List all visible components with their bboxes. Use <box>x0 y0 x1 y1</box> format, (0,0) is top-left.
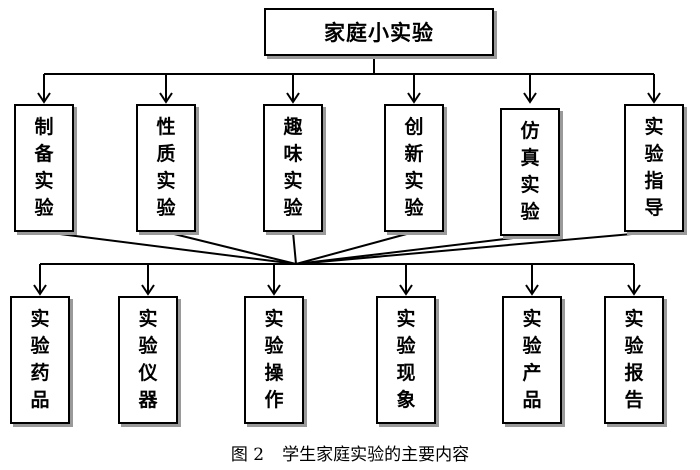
content-box-2: 实验仪器 <box>118 296 178 424</box>
label-char: 实 <box>396 308 416 330</box>
label-char: 制 <box>34 116 54 138</box>
label-char: 器 <box>138 389 158 411</box>
label-char: 验 <box>624 335 644 357</box>
label-char: 验 <box>156 197 176 219</box>
label-char: 验 <box>34 197 54 219</box>
converge-line <box>295 231 655 265</box>
label-char: 告 <box>624 389 644 411</box>
category-box-5: 仿真实验 <box>500 108 560 236</box>
label-char: 验 <box>396 335 416 357</box>
arrow-head <box>267 284 281 296</box>
figure-caption: 图 2 学生家庭实验的主要内容 <box>0 440 700 465</box>
arrow-head <box>523 92 537 104</box>
label-char: 验 <box>283 197 303 219</box>
label-char: 现 <box>396 362 416 384</box>
label-char: 产 <box>522 362 542 384</box>
label-char: 真 <box>520 147 540 169</box>
arrow-head <box>525 284 539 296</box>
label-char: 报 <box>624 362 644 384</box>
arrow-head <box>399 284 413 296</box>
category-label: 趣味实验 <box>283 114 302 222</box>
category-label: 实验指导 <box>644 114 663 222</box>
root-box: 家庭小实验 <box>264 8 494 56</box>
content-box-1: 实验药品 <box>10 296 70 424</box>
label-char: 实 <box>156 170 176 192</box>
arrow-head <box>627 284 641 296</box>
label-char: 创 <box>404 116 424 138</box>
label-char: 品 <box>522 389 542 411</box>
category-box-6: 实验指导 <box>624 104 684 232</box>
converge-line <box>165 231 297 265</box>
converge-line <box>292 231 297 265</box>
label-char: 导 <box>644 197 664 219</box>
category-label: 创新实验 <box>404 114 423 222</box>
label-char: 新 <box>404 143 424 165</box>
label-char: 验 <box>520 201 540 223</box>
content-label: 实验操作 <box>264 306 283 414</box>
label-char: 作 <box>264 389 284 411</box>
label-char: 品 <box>30 389 50 411</box>
content-box-4: 实验现象 <box>376 296 436 424</box>
category-label: 仿真实验 <box>520 118 539 226</box>
label-char: 指 <box>644 170 664 192</box>
label-char: 实 <box>624 308 644 330</box>
content-box-5: 实验产品 <box>502 296 562 424</box>
label-char: 验 <box>138 335 158 357</box>
label-char: 实 <box>283 170 303 192</box>
figure-title: 学生家庭实验的主要内容 <box>282 445 470 465</box>
arrow-head <box>33 284 47 296</box>
content-box-6: 实验报告 <box>604 296 664 424</box>
content-label: 实验现象 <box>396 306 415 414</box>
content-label: 实验药品 <box>30 306 49 414</box>
arrow-head <box>159 92 173 104</box>
label-char: 仪 <box>138 362 158 384</box>
label-char: 验 <box>644 143 664 165</box>
arrow-head <box>37 92 51 104</box>
arrow-head <box>647 92 661 104</box>
label-char: 备 <box>34 143 54 165</box>
category-box-2: 性质实验 <box>136 104 196 232</box>
label-char: 验 <box>30 335 50 357</box>
label-char: 实 <box>30 308 50 330</box>
label-char: 实 <box>520 174 540 196</box>
label-char: 实 <box>138 308 158 330</box>
category-box-3: 趣味实验 <box>263 104 323 232</box>
arrow-head <box>407 92 421 104</box>
category-label: 性质实验 <box>156 114 175 222</box>
label-char: 验 <box>264 335 284 357</box>
category-box-1: 制备实验 <box>14 104 74 232</box>
label-char: 象 <box>396 389 416 411</box>
label-char: 操 <box>264 362 284 384</box>
label-char: 实 <box>264 308 284 330</box>
arrow-head <box>286 92 300 104</box>
arrow-head <box>141 284 155 296</box>
label-char: 验 <box>404 197 424 219</box>
figure-number: 图 2 <box>230 445 265 465</box>
converge-line <box>43 231 297 265</box>
category-label: 制备实验 <box>34 114 53 222</box>
label-char: 实 <box>522 308 542 330</box>
label-char: 仿 <box>520 120 540 142</box>
label-char: 趣 <box>283 116 303 138</box>
content-label: 实验报告 <box>624 306 643 414</box>
label-char: 实 <box>404 170 424 192</box>
root-label: 家庭小实验 <box>324 21 434 45</box>
label-char: 实 <box>644 116 664 138</box>
label-char: 质 <box>156 143 176 165</box>
converge-line <box>295 235 531 265</box>
converge-line <box>295 231 415 265</box>
label-char: 药 <box>30 362 50 384</box>
content-box-3: 实验操作 <box>244 296 304 424</box>
label-char: 味 <box>283 143 303 165</box>
label-char: 实 <box>34 170 54 192</box>
category-box-4: 创新实验 <box>384 104 444 232</box>
content-label: 实验仪器 <box>138 306 157 414</box>
label-char: 性 <box>156 116 176 138</box>
label-char: 验 <box>522 335 542 357</box>
content-label: 实验产品 <box>522 306 541 414</box>
